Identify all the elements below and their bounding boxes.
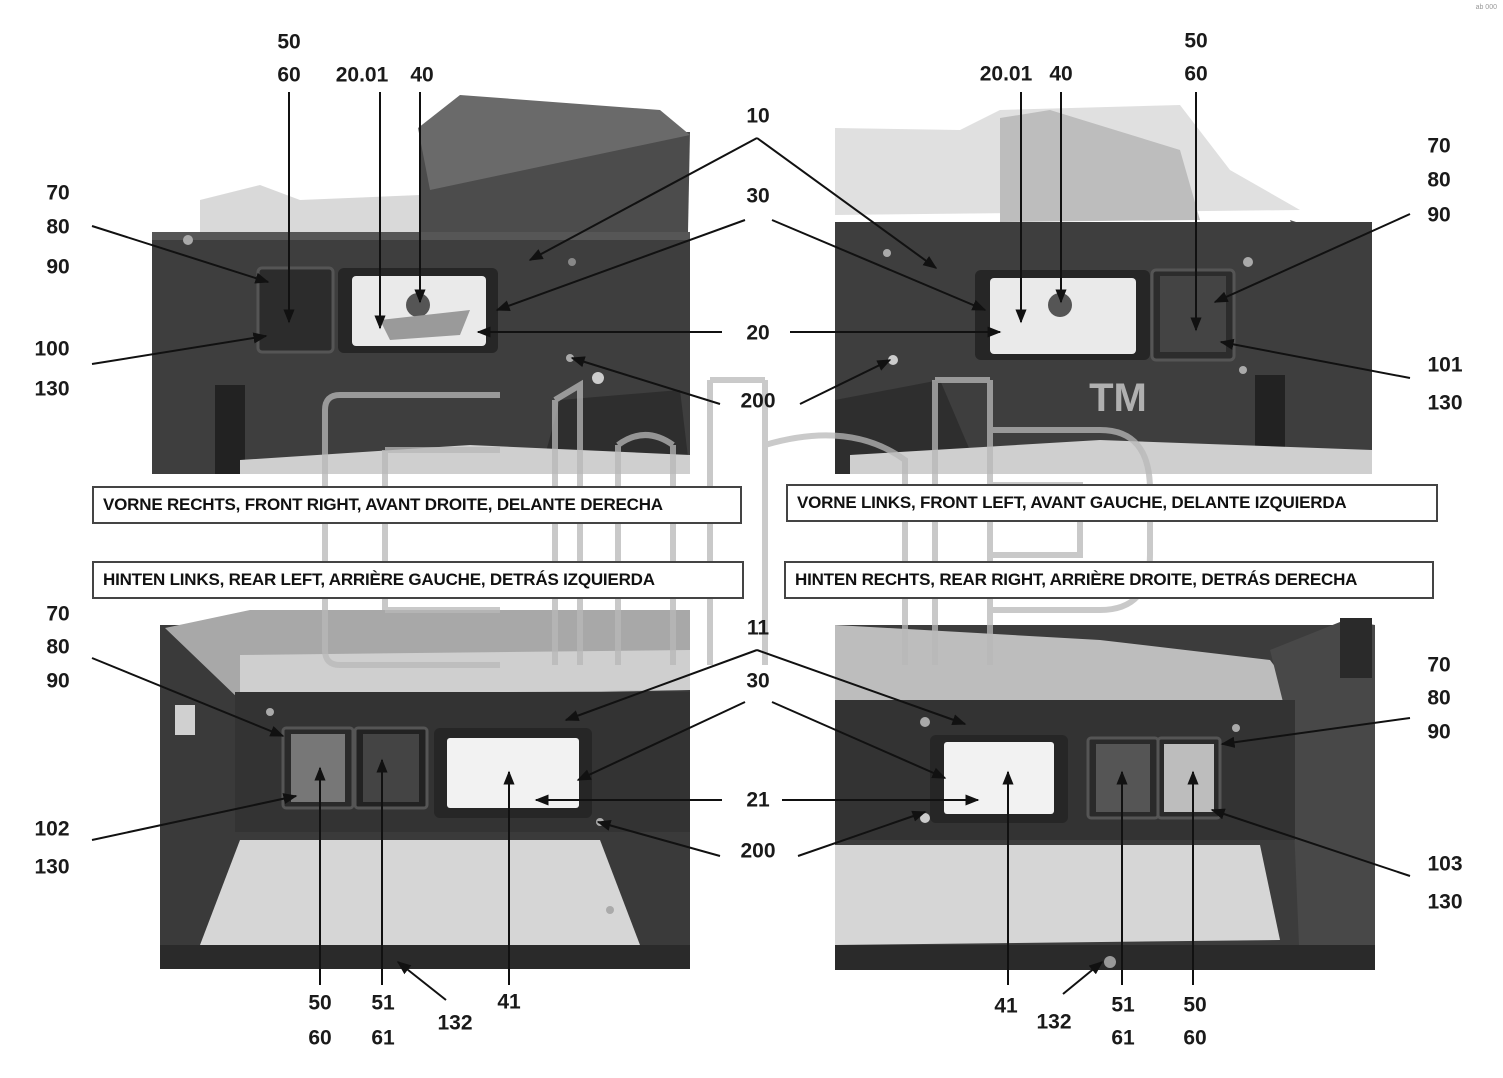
callout-number: 41 [497, 990, 521, 1014]
callout-number: 21 [746, 788, 770, 812]
callout-number: 40 [410, 63, 434, 87]
callout-number: 20.01 [335, 63, 389, 87]
callout-number: 61 [1111, 1026, 1135, 1050]
callout-number: 90 [1427, 203, 1451, 227]
callout-number: 103 [1427, 852, 1463, 876]
callout-number: 80 [46, 635, 70, 659]
callout-number: 20 [746, 321, 770, 345]
callout-number: 130 [1427, 890, 1463, 914]
watermark-trademark: TM [1089, 376, 1147, 420]
callout-number: 50 [308, 991, 332, 1015]
callout-number: 130 [1427, 391, 1463, 415]
callout-number: 51 [1111, 993, 1135, 1017]
caption-front-left: VORNE LINKS, FRONT LEFT, AVANT GAUCHE, D… [786, 484, 1438, 522]
callout-number: 80 [1427, 168, 1451, 192]
callout-number: 80 [1427, 686, 1451, 710]
callout-number: 70 [1427, 653, 1451, 677]
caption-rear-left: HINTEN LINKS, REAR LEFT, ARRIÈRE GAUCHE,… [92, 561, 744, 599]
callout-number: 80 [46, 215, 70, 239]
callout-number: 90 [1427, 720, 1451, 744]
callout-number: 50 [1184, 29, 1208, 53]
callout-number: 11 [746, 616, 770, 640]
callout-number: 102 [34, 817, 70, 841]
callout-number: 101 [1427, 353, 1463, 377]
callout-number: 60 [308, 1026, 332, 1050]
callout-number: 200 [740, 839, 776, 863]
callout-number: 70 [1427, 134, 1451, 158]
corner-mark: ab 000 [1475, 4, 1497, 11]
photo-rear-right [835, 618, 1375, 970]
callout-number: 30 [746, 184, 770, 208]
callout-number: 70 [46, 602, 70, 626]
callout-number: 51 [371, 991, 395, 1015]
callout-number: 50 [277, 30, 301, 54]
callout-number: 100 [34, 337, 70, 361]
callout-number: 30 [746, 669, 770, 693]
callout-number: 60 [1183, 1026, 1207, 1050]
callout-number: 200 [740, 389, 776, 413]
callout-number: 90 [46, 669, 70, 693]
callout-number: 60 [1184, 62, 1208, 86]
callout-number: 50 [1183, 993, 1207, 1017]
callout-number: 132 [437, 1011, 473, 1035]
callout-number: 90 [46, 255, 70, 279]
callout-number: 130 [34, 855, 70, 879]
callout-number: 130 [34, 377, 70, 401]
callout-number: 70 [46, 181, 70, 205]
caption-front-right: VORNE RECHTS, FRONT RIGHT, AVANT DROITE,… [92, 486, 742, 524]
callout-number: 10 [746, 104, 770, 128]
callout-number: 40 [1049, 62, 1073, 86]
leader-lines [91, 92, 1411, 1001]
callout-number: 20.01 [979, 62, 1033, 86]
callout-number: 61 [371, 1026, 395, 1050]
callout-number: 41 [994, 994, 1018, 1018]
callout-number: 60 [277, 63, 301, 87]
caption-rear-right: HINTEN RECHTS, REAR RIGHT, ARRIÈRE DROIT… [784, 561, 1434, 599]
callout-number: 132 [1036, 1010, 1072, 1034]
photo-rear-left [160, 610, 690, 969]
